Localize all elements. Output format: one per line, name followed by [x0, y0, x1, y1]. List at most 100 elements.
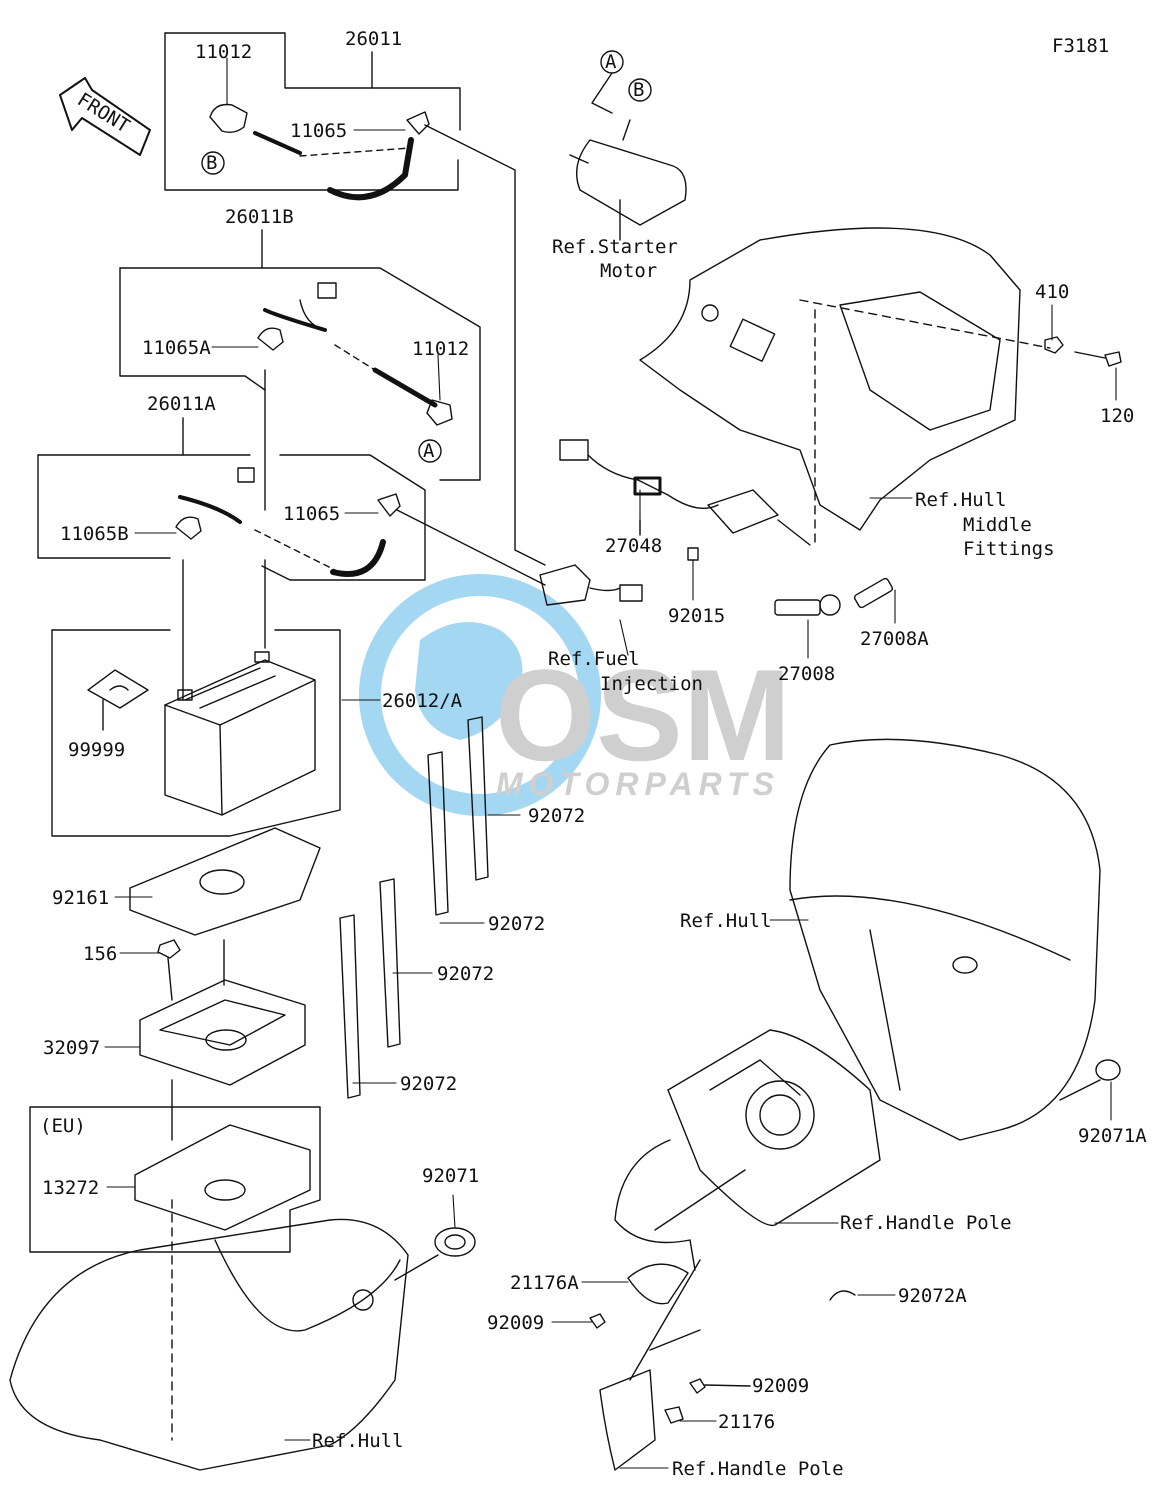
label-13272: 13272 [42, 1177, 99, 1199]
tray-92161-icon [129, 827, 321, 936]
label-11065A: 11065A [142, 337, 211, 359]
bolt-156-icon [157, 939, 225, 1001]
ref-fuel-line2: Injection [600, 673, 703, 695]
label-11012-b: 11012 [412, 338, 469, 360]
clip-21176-icon [664, 1406, 684, 1424]
cap-11012b-icon [426, 399, 453, 426]
svg-text:A: A [423, 440, 435, 462]
callout-B-left: B [201, 151, 225, 175]
clip-92015-icon [687, 547, 699, 561]
case-32097-icon [139, 979, 306, 1141]
label-11065-a: 11065 [290, 120, 347, 142]
clip-92072A-icon [829, 1290, 856, 1301]
cap-11065-icon [406, 111, 430, 135]
kit-26011B-box [119, 229, 481, 481]
ref-handle-pole-lower: Ref.Handle Pole [672, 1458, 844, 1480]
battery-box [51, 559, 341, 837]
battery-icon [164, 651, 316, 816]
eu-box [29, 1106, 321, 1253]
label-eu: (EU) [40, 1115, 86, 1137]
label-92161: 92161 [52, 887, 109, 909]
label-11065-b: 11065 [283, 503, 340, 525]
label-21176: 21176 [718, 1411, 775, 1433]
label-99999: 99999 [68, 739, 125, 761]
starter-motor-icon [569, 119, 687, 241]
bag-99999-icon [87, 669, 149, 731]
label-27008A: 27008A [860, 628, 929, 650]
cable-26011B [257, 282, 453, 511]
hull-lower-left [9, 1218, 409, 1471]
label-32097: 32097 [43, 1037, 100, 1059]
label-92072A: 92072A [898, 1285, 967, 1307]
label-26011A: 26011A [147, 393, 216, 415]
label-11065B: 11065B [60, 523, 129, 545]
ref-hull-right: Ref.Hull [680, 910, 772, 932]
label-92009-a: 92009 [487, 1312, 544, 1334]
label-27048: 27048 [605, 535, 662, 557]
bolt-92009-a-icon [589, 1313, 606, 1329]
label-26012A: 26012/A [382, 690, 463, 712]
kit-26011-box [164, 32, 461, 191]
svg-text:A: A [605, 51, 617, 73]
label-21176A: 21176A [510, 1272, 579, 1294]
callout-A-left: A [418, 439, 442, 463]
cap-11065b-icon [377, 493, 401, 517]
label-92015: 92015 [668, 605, 725, 627]
watermark-brand: OSM [495, 642, 791, 788]
front-arrow-label: FRONT [73, 89, 133, 138]
nut-410-icon [1044, 336, 1064, 354]
ref-starter-line2: Motor [600, 260, 657, 282]
label-92072-1: 92072 [528, 805, 585, 827]
grommet-92071-icon [394, 1227, 476, 1281]
handle-pole-lower-icon [599, 1259, 701, 1471]
cable-26011 [209, 103, 546, 566]
callout-A-top: A [591, 50, 624, 114]
svg-text:B: B [206, 152, 217, 174]
label-27008: 27008 [778, 663, 835, 685]
label-11012-a: 11012 [195, 41, 252, 63]
cover-13272-icon [134, 1124, 311, 1441]
cap-11065B-icon [175, 516, 202, 540]
handle-pole-plate-icon [667, 1029, 881, 1227]
label-92071A: 92071A [1078, 1125, 1147, 1147]
kit-26011A-box [37, 417, 426, 581]
leader-lines [104, 57, 1117, 1469]
ref-hull-middle-line1: Ref.Hull [915, 489, 1007, 511]
label-26011B: 26011B [225, 206, 294, 228]
ref-hull-lower: Ref.Hull [312, 1430, 404, 1452]
cable-26011A [175, 467, 546, 586]
label-92072-3: 92072 [437, 963, 494, 985]
ref-fuel-line1: Ref.Fuel [548, 648, 640, 670]
ref-handle-pole-upper: Ref.Handle Pole [840, 1212, 1012, 1234]
hull-right-icon [789, 738, 1101, 1141]
watermark-sub: MOTORPARTS [496, 766, 780, 802]
bolt-92009-b-icon [689, 1378, 751, 1394]
label-156: 156 [83, 943, 117, 965]
hull-middle-fittings-icon [639, 227, 1051, 546]
cap-11012-icon [209, 103, 248, 134]
label-92071: 92071 [422, 1165, 479, 1187]
lanyard-21176A-icon [614, 1139, 746, 1305]
screw-120-icon [1074, 351, 1122, 367]
straps-92072 [339, 716, 489, 1099]
ref-starter-line1: Ref.Starter [552, 236, 678, 258]
front-arrow-icon: FRONT [59, 77, 151, 156]
cap-11065A-icon [257, 327, 284, 351]
callout-B-top: B [628, 78, 652, 102]
svg-text:B: B [633, 79, 644, 101]
figure-id: F3181 [1052, 35, 1109, 57]
grommet-92071A-icon [1059, 1059, 1121, 1101]
label-92072-4: 92072 [400, 1073, 457, 1095]
keys-27008-icon [774, 577, 894, 616]
relay-fuel-icon [539, 564, 643, 606]
label-410: 410 [1035, 281, 1069, 303]
label-26011: 26011 [345, 28, 402, 50]
label-92009-b: 92009 [752, 1375, 809, 1397]
watermark: OSM MOTORPARTS [359, 574, 791, 816]
ref-hull-middle-line3: Fittings [963, 538, 1055, 560]
harness-27048-icon [559, 439, 811, 546]
ref-hull-middle-line2: Middle [963, 514, 1032, 536]
label-92072-2: 92072 [488, 913, 545, 935]
